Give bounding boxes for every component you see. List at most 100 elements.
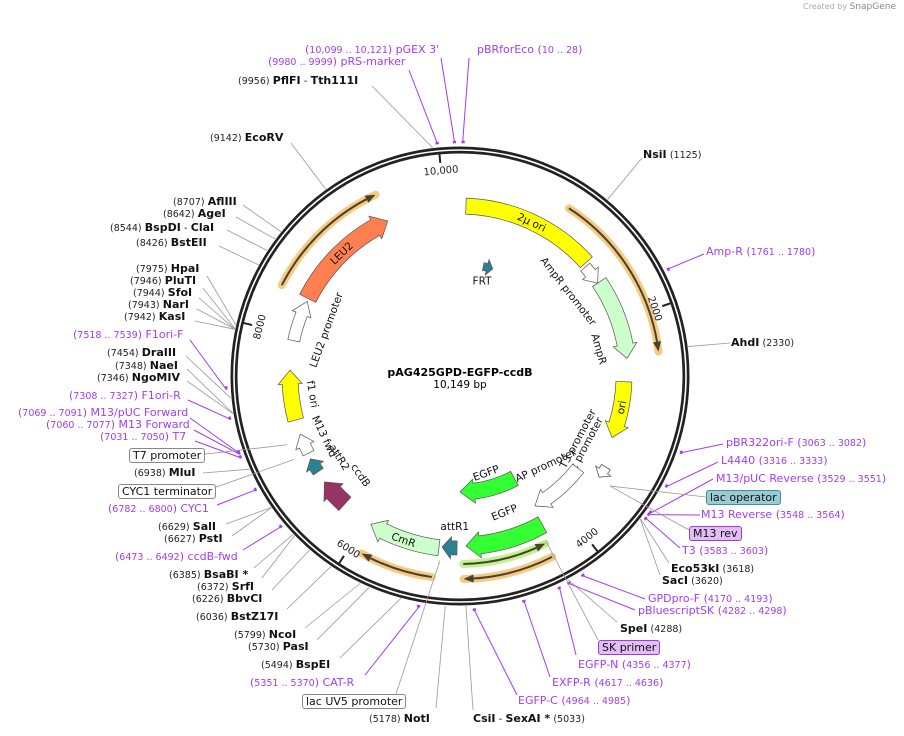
enzyme-site-bsteii[interactable]: (8426) BstEII (136, 236, 207, 251)
primer-pbrforeco[interactable]: pBRforEco (10 .. 28) (477, 43, 583, 56)
leader-line (583, 575, 646, 600)
enzyme-site-afliii[interactable]: (8707) AflIII (173, 195, 237, 210)
feature-box-lac-operator[interactable]: lac operator (706, 490, 781, 505)
feature-egfp[interactable] (465, 516, 548, 559)
feature-cmr[interactable] (370, 519, 441, 557)
enzyme-site-naei[interactable]: (7348) NaeI (115, 359, 178, 374)
enzyme-site-bspei[interactable]: (5494) BspEI (261, 658, 330, 673)
enzyme-site-saci[interactable]: SacI (3620) (662, 574, 723, 589)
enzyme-site-ecorv[interactable]: (9142) EcoRV (210, 131, 283, 146)
enzyme-name: CsiI (473, 712, 496, 725)
enzyme-name: BbvCI (226, 592, 263, 605)
enzyme-site-sfoi[interactable]: (7944) SfoI (133, 286, 192, 301)
primer-m13-forward[interactable]: (7060 .. 7077) M13 Forward (46, 418, 190, 431)
enzyme-site-bstz17i[interactable]: (6036) BstZ17I (196, 610, 278, 625)
leader-line (646, 518, 681, 549)
enzyme-site-bbvci[interactable]: (6226) BbvCI (192, 592, 262, 607)
feature-ccdb[interactable] (323, 481, 352, 512)
leader-line (194, 320, 235, 330)
primer-prs-marker[interactable]: (9980 .. 9999) pRS-marker (268, 55, 406, 68)
feature-leu2-promoter[interactable] (287, 300, 312, 343)
primer-pbr322ori-f[interactable]: pBR322ori-F (3063 .. 3082) (726, 436, 867, 449)
primer-m13-reverse[interactable]: M13 Reverse (3548 .. 3564) (701, 508, 845, 521)
enzyme-site-ahdi[interactable]: AhdI (2330) (731, 336, 794, 351)
enzyme-site-bsabi[interactable]: (6385) BsaBI * (169, 568, 248, 583)
leader-line (271, 549, 310, 591)
primer-range: 3548 .. 3564 (780, 510, 841, 521)
enzyme-site-agei[interactable]: (8642) AgeI (163, 207, 226, 222)
feature-egfp[interactable] (459, 470, 519, 504)
enzyme-site-nsii[interactable]: NsiI (1125) (643, 148, 701, 163)
feature-box-sk-primer[interactable]: SK primer (598, 640, 661, 655)
enzyme-site-ncoi[interactable]: (5799) NcoI (234, 628, 296, 643)
enzyme-site-pluti[interactable]: (7946) PluTI (130, 274, 196, 289)
primer-egfp-n[interactable]: EGFP-N (4356 .. 4377) (578, 658, 691, 671)
primer-mark (237, 450, 241, 455)
enzyme-position: (7346) (97, 373, 129, 384)
leader-line (639, 518, 661, 576)
feature-box-lac-uv5-promoter[interactable]: lac UV5 promoter (302, 694, 407, 709)
enzyme-site-csii[interactable]: CsiI - SexAI * (5033) (473, 712, 585, 725)
enzyme-site-psti[interactable]: (6627) PstI (164, 532, 223, 547)
primer-cyc1[interactable]: (6782 .. 6800) CYC1 (108, 502, 209, 515)
feature-frt[interactable] (482, 258, 494, 277)
primer-m13-puc-reverse[interactable]: M13/pUC Reverse (3529 .. 3551) (716, 472, 887, 485)
primer-f1ori-f[interactable]: (7518 .. 7539) F1ori-F (73, 328, 184, 341)
primer-amp-r[interactable]: Amp-R (1761 .. 1780) (706, 245, 816, 258)
enzyme-site-pasi[interactable]: (5730) PasI (248, 640, 309, 655)
primer-ccdb-fwd[interactable]: (6473 .. 6492) ccdB-fwd (115, 550, 238, 563)
primer-m13-puc-forward[interactable]: (7069 .. 7091) M13/pUC Forward (18, 406, 189, 419)
primer-f1ori-r[interactable]: (7308 .. 7327) F1ori-R (69, 389, 181, 402)
primer-name: GPDpro-F (648, 592, 701, 605)
primer-t7[interactable]: (7031 .. 7050) T7 (100, 430, 187, 443)
primer-pbluescriptsk[interactable]: pBluescriptSK (4282 .. 4298) (638, 604, 787, 617)
feature-attr2[interactable] (305, 458, 325, 476)
primer-gpdpro-f[interactable]: GPDpro-F (4170 .. 4193) (648, 592, 773, 605)
enzyme-position: (7454) (107, 348, 139, 359)
enzyme-position: (7975) (136, 264, 168, 275)
leader-line (198, 297, 236, 330)
enzyme-site-bspdi[interactable]: (8544) BspDI - ClaI (110, 221, 215, 234)
feature-attr1[interactable] (441, 535, 458, 560)
enzyme-site-pflfi[interactable]: (9956) PflFI - Tth111I (238, 74, 359, 87)
feature-2-ori[interactable] (465, 197, 593, 269)
enzyme-site-sali[interactable]: (6629) SalI (158, 520, 216, 535)
leader-line (193, 429, 239, 454)
enzyme-name: AflIII (207, 195, 237, 208)
feature-ori[interactable] (604, 381, 633, 438)
feature-leu2[interactable] (299, 215, 389, 303)
primer-name: pBluescriptSK (638, 604, 715, 617)
feature-box-t7-promoter[interactable]: T7 promoter (129, 448, 206, 463)
enzyme-site-eco53ki[interactable]: Eco53kI (3618) (671, 562, 754, 577)
enzyme-name: SpeI (620, 622, 648, 635)
primer-mark (253, 487, 258, 492)
enzyme-position: (8544) (110, 223, 142, 234)
feature-box-cyc1-terminator[interactable]: CYC1 terminator (118, 484, 217, 499)
primer-l4440[interactable]: L4440 (3316 .. 3333) (721, 454, 828, 467)
enzyme-position: (9956) (238, 76, 270, 87)
feature-gap-promoter[interactable] (534, 463, 585, 508)
feature-lac-promoter[interactable] (595, 464, 612, 478)
enzyme-site-mlui[interactable]: (6938) MluI (134, 466, 195, 481)
primer-pgex-3-[interactable]: (10,099 .. 10,121) pGEX 3' (305, 43, 440, 56)
feature-m13-fwd[interactable] (295, 433, 315, 457)
enzyme-site-kasi[interactable]: (7942) KasI (124, 310, 185, 325)
primer-t3[interactable]: T3 (3583 .. 3603) (682, 544, 769, 557)
enzyme-site-ngomiv[interactable]: (7346) NgoMIV (97, 371, 180, 386)
enzyme-site-spei[interactable]: SpeI (4288) (620, 622, 682, 637)
feature-box-m13-rev[interactable]: M13 rev (689, 526, 742, 541)
primer-exfp-r[interactable]: EXFP-R (4617 .. 4636) (552, 676, 664, 689)
enzyme-site-nari[interactable]: (7943) NarI (128, 298, 189, 313)
primer-egfp-c[interactable]: EGFP-C (4964 .. 4985) (518, 694, 631, 707)
feature-f1-ori[interactable] (277, 369, 304, 423)
primer-range: 3529 .. 3551 (821, 474, 882, 485)
enzyme-site-draiii[interactable]: (7454) DraIII (107, 346, 176, 361)
enzyme-site-hpai[interactable]: (7975) HpaI (136, 262, 199, 277)
enzyme-site-noti[interactable]: (5178) NotI (369, 712, 430, 727)
primer-cat-r[interactable]: (5351 .. 5370) CAT-R (250, 676, 355, 689)
enzyme-site-srfi[interactable]: (6372) SrfI (197, 580, 254, 595)
feature-ampr[interactable] (592, 277, 638, 359)
feature-ampr-promoter[interactable] (580, 262, 599, 284)
leader-line (569, 583, 636, 611)
primer-mark (664, 483, 669, 488)
